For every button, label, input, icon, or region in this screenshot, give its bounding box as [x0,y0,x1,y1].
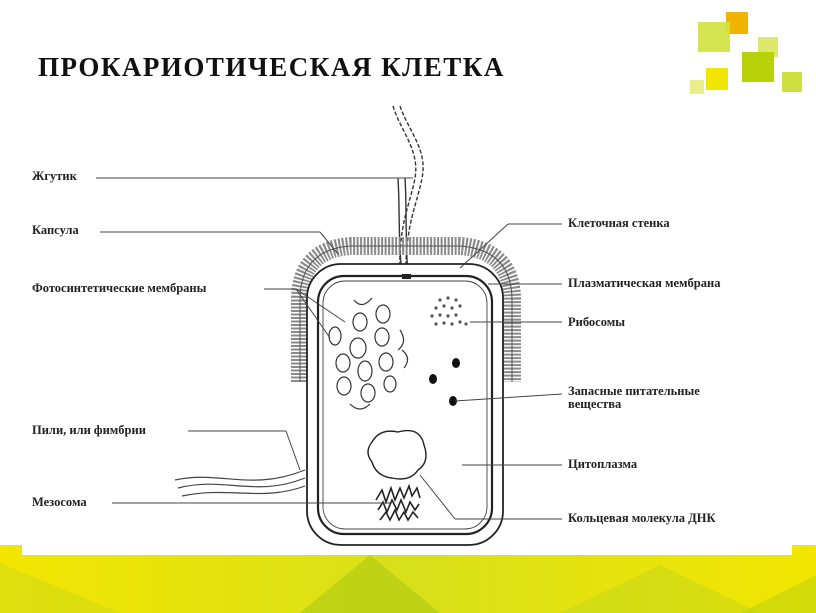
square-lime-large [698,22,730,52]
pili [174,469,306,497]
flagellum [392,105,424,276]
page-title: ПРОКАРИОТИЧЕСКАЯ КЛЕТКА [38,52,505,82]
cell-wall [306,263,504,546]
photosynthetic-membranes [328,297,409,410]
leader-lines [96,177,563,520]
nucleoid [367,429,427,480]
basal-body [402,274,411,279]
dna-squiggle [375,483,421,522]
square-orange [726,12,748,34]
square-pale [690,80,704,94]
square-yellow [706,68,728,90]
label-storage-line2: вещества [568,397,622,411]
decorative-squares [690,12,802,94]
square-lime-right [782,72,802,92]
ribosomes [430,296,468,326]
square-green [742,52,774,82]
label-cell-wall: Клеточная стенка [568,216,670,230]
label-storage-line1: Запасные питательные [568,384,700,398]
storage-granules [429,358,460,406]
label-flagellum: Жгутик [32,169,77,183]
label-dna: Кольцевая молекула ДНК [568,511,716,525]
label-plasma-membrane: Плазматическая мембрана [568,276,721,290]
footer-band [0,545,816,613]
label-ribosomes: Рибосомы [568,315,626,329]
label-mesosome: Мезосома [32,495,87,509]
label-pili: Пили, или фимбрии [32,423,146,437]
label-capsule: Капсула [32,223,79,237]
leader-storage [454,393,563,402]
label-cytoplasm: Цитоплазма [568,457,638,471]
label-photosynthetic-membranes: Фотосинтетические мембраны [32,281,207,295]
